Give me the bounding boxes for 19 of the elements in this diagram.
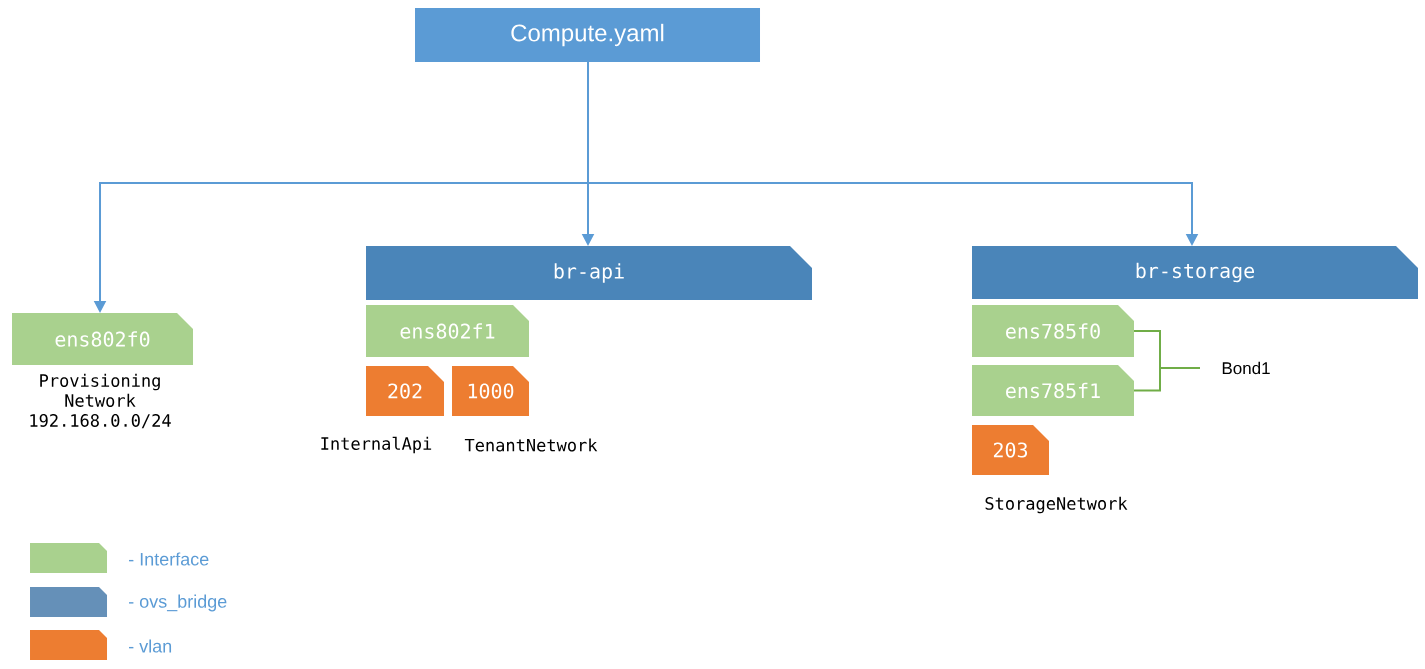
vlan-box: 202 [366,366,444,416]
network-label: Provisioning Network 192.168.0.0/24 [30,373,171,429]
interface-box: ens802f1 [366,305,529,357]
interface-box: ens785f0 [972,305,1134,357]
interface-box: ens802f0 [12,313,193,365]
network-label: InternalApi [321,436,432,454]
legend-label: - ovs_bridge [129,594,227,612]
interface-box: ens785f1 [972,365,1134,416]
bridge-box: br-api [366,246,812,300]
file-box: Compute.yaml [415,8,760,62]
network-label: StorageNetwork [985,496,1128,514]
legend-label: - vlan [129,639,172,653]
bridge-box: br-storage [972,246,1418,299]
connector [1133,367,1201,392]
vlan-box: 1000 [452,366,529,416]
vlan-box: 203 [972,425,1049,475]
legend-label: - Interface [129,552,209,566]
bond-label: Bond1 [1222,361,1270,375]
network-label: TenantNetwork [464,438,598,452]
